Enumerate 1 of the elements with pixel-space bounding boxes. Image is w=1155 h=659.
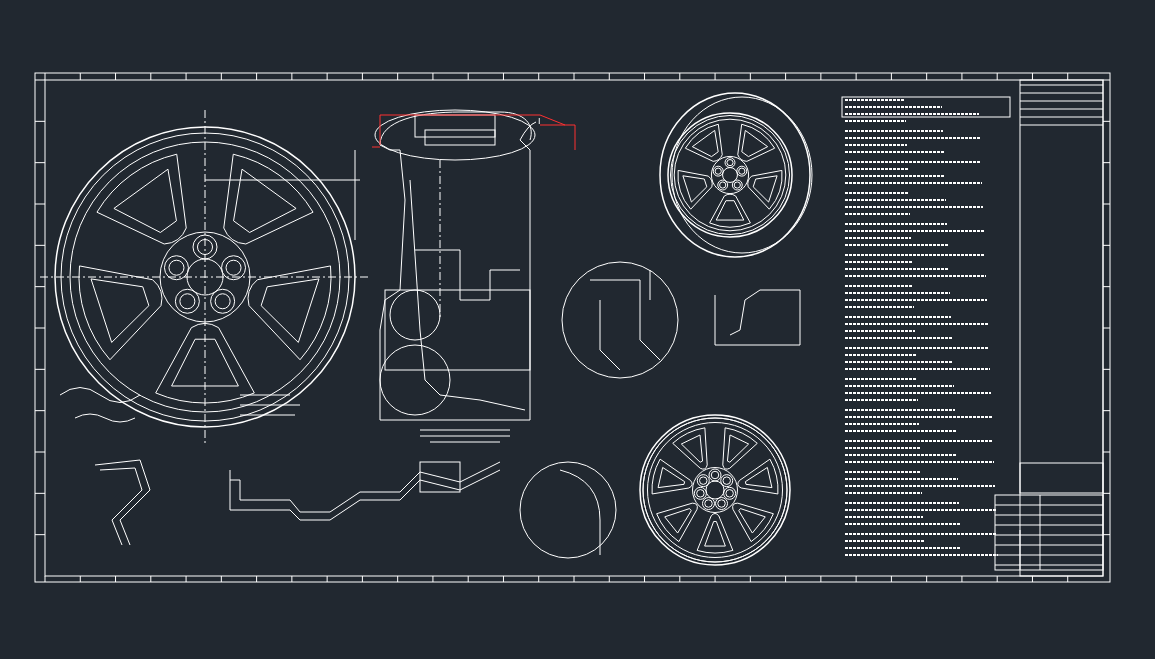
callout-letter: I: [538, 116, 541, 126]
